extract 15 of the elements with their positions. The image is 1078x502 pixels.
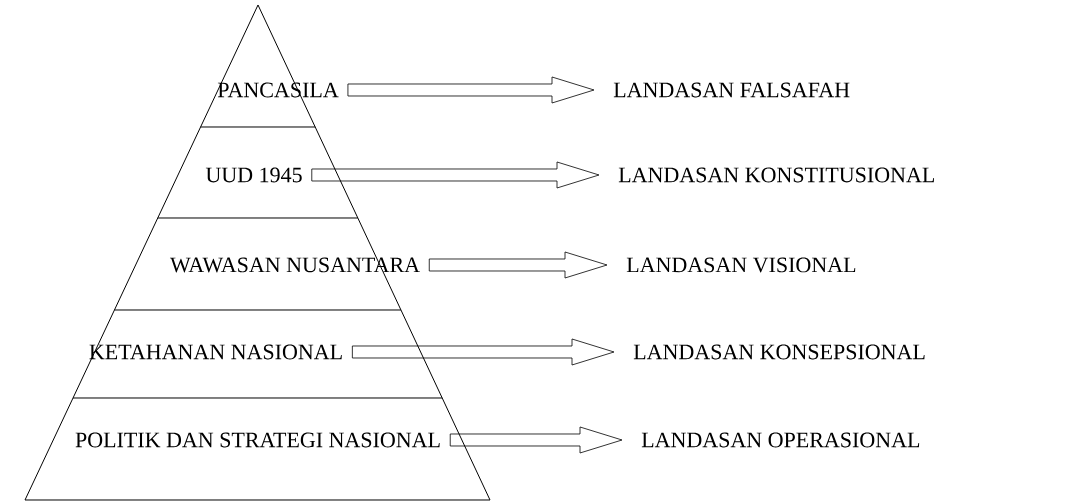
- foundation-label: LANDASAN KONSEPSIONAL: [633, 344, 925, 360]
- foundation-label: LANDASAN KONSTITUSIONAL: [618, 167, 934, 183]
- block-arrow: [351, 338, 615, 366]
- layer-label: PANCASILA: [217, 82, 339, 98]
- layer-label: KETAHANAN NASIONAL: [89, 344, 342, 360]
- foundation-label: LANDASAN VISIONAL: [626, 257, 856, 273]
- block-arrow: [311, 161, 600, 189]
- block-arrow: [449, 426, 623, 454]
- block-arrow: [347, 76, 595, 104]
- foundation-label: LANDASAN FALSAFAH: [613, 82, 850, 98]
- layer-label: POLITIK DAN STRATEGI NASIONAL: [75, 432, 440, 448]
- block-arrow: [428, 251, 608, 279]
- foundation-label: LANDASAN OPERASIONAL: [641, 432, 920, 448]
- layer-label: UUD 1945: [205, 167, 302, 183]
- layer-label: WAWASAN NUSANTARA: [170, 257, 420, 273]
